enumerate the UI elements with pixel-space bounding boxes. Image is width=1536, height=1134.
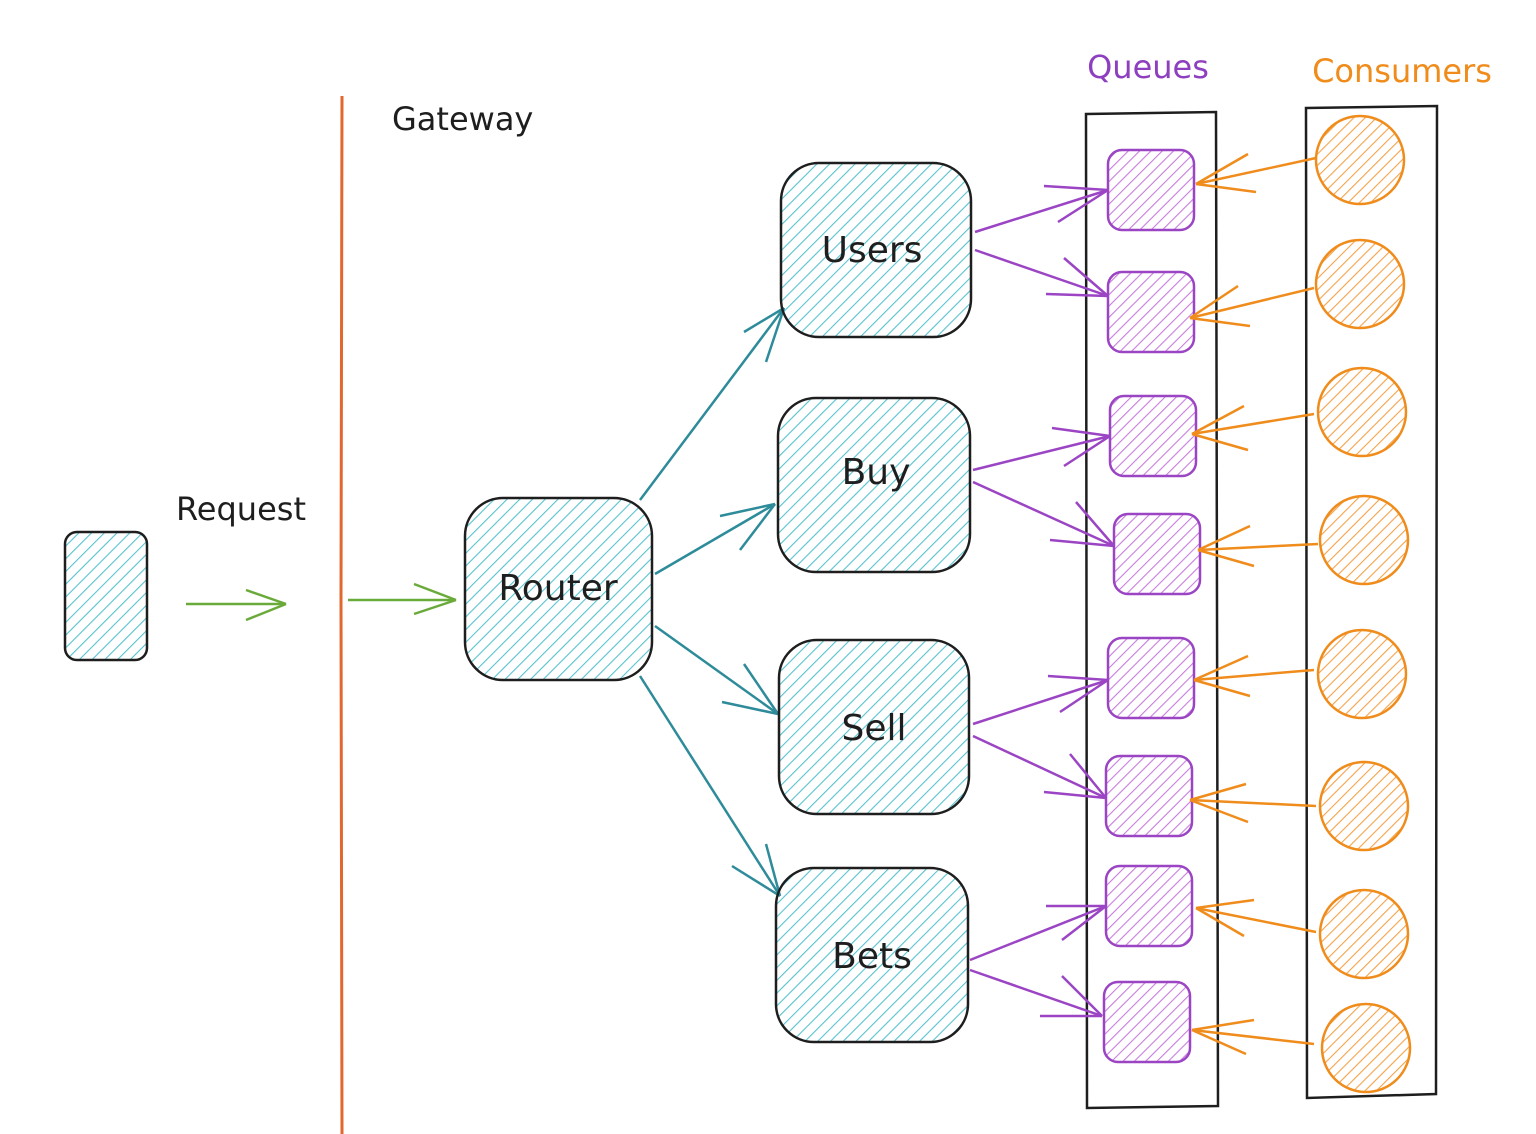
consumer-4-to-queue-arrow — [1197, 524, 1319, 568]
consumer-list — [1314, 114, 1412, 1094]
router-to-buy-arrow — [654, 502, 776, 576]
consumer-3-to-queue-arrow — [1191, 404, 1315, 452]
queues-column-frame — [1084, 110, 1220, 1110]
consumer-5 — [1316, 628, 1408, 720]
consumer-5-to-queue-arrow — [1193, 654, 1315, 698]
service-label-sell: Sell — [841, 708, 906, 749]
consumer-1 — [1314, 114, 1406, 206]
consumer-6-to-queue-arrow — [1189, 782, 1317, 824]
consumer-1-to-queue-arrow — [1195, 152, 1317, 194]
gateway-label: Gateway — [392, 100, 533, 138]
queue-2 — [1106, 270, 1196, 354]
service-users: Users — [779, 161, 973, 339]
consumer-8 — [1320, 1002, 1412, 1094]
service-label-users: Users — [822, 230, 923, 271]
consumer-2 — [1314, 238, 1406, 330]
queue-7 — [1104, 864, 1194, 948]
queue-8 — [1102, 980, 1192, 1064]
queue-list — [1102, 148, 1202, 1064]
queue-1 — [1106, 148, 1196, 232]
sell-to-queue-5-arrow — [972, 674, 1109, 726]
gateway-divider — [339, 95, 344, 1134]
request-label: Request — [176, 490, 306, 528]
service-bets: Bets — [774, 866, 970, 1044]
consumers-title: Consumers — [1312, 52, 1492, 90]
router-to-users-arrow — [639, 306, 786, 501]
users-to-queue-1-arrow — [974, 184, 1109, 234]
gateway-to-router-arrow — [348, 582, 457, 616]
router-node: Router — [463, 496, 654, 682]
consumer-2-to-queue-arrow — [1189, 284, 1315, 328]
users-to-queue-2-arrow — [974, 248, 1109, 298]
buy-to-queue-4-arrow — [972, 480, 1115, 548]
queue-4 — [1112, 512, 1202, 596]
bets-to-queue-7-arrow — [969, 904, 1107, 962]
consumer-8-to-queue-arrow — [1191, 1018, 1315, 1056]
queue-6 — [1104, 754, 1194, 838]
request-arrow — [186, 588, 287, 622]
consumer-7-to-queue-arrow — [1195, 898, 1317, 938]
consumer-3 — [1316, 366, 1408, 458]
sell-to-queue-6-arrow — [972, 734, 1107, 800]
buy-to-queue-3-arrow — [972, 426, 1111, 472]
router-to-sell-arrow — [654, 624, 780, 716]
service-sell: Sell — [777, 638, 971, 816]
client-box — [63, 530, 149, 662]
router-to-bets-arrow — [638, 675, 782, 898]
consumer-6 — [1318, 760, 1410, 852]
queues-title: Queues — [1087, 48, 1209, 86]
consumer-4 — [1318, 494, 1410, 586]
queue-5 — [1106, 636, 1196, 720]
service-buy: Buy — [776, 396, 972, 574]
queue-3 — [1108, 394, 1198, 478]
router-label: Router — [498, 568, 618, 609]
service-label-bets: Bets — [832, 936, 912, 977]
service-label-buy: Buy — [842, 452, 911, 493]
bets-to-queue-8-arrow — [969, 968, 1103, 1018]
consumer-7 — [1318, 888, 1410, 980]
consumers-column-frame — [1304, 104, 1439, 1100]
